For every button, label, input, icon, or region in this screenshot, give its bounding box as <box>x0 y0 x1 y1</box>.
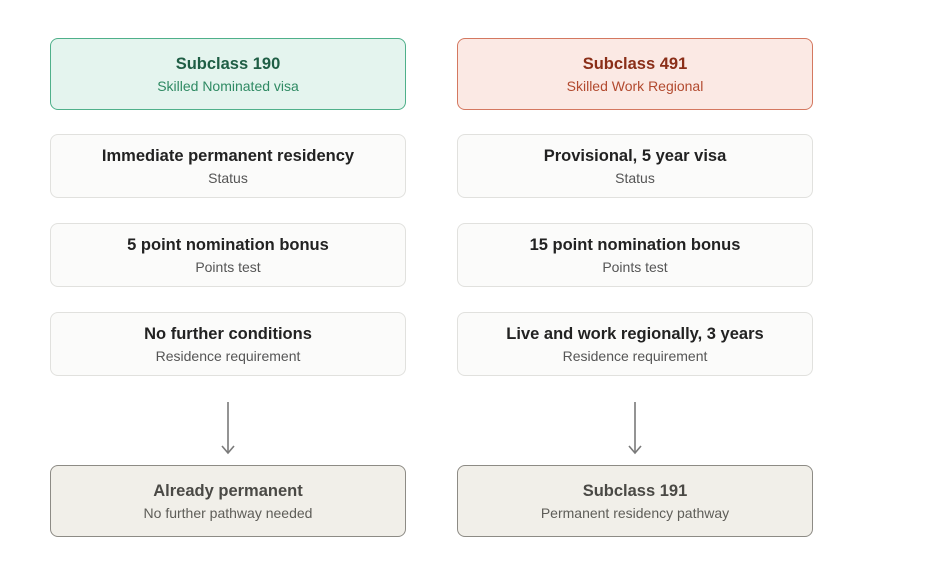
residence-box: Live and work regionally, 3 years Reside… <box>457 312 813 376</box>
header-subclass-491: Subclass 491 Skilled Work Regional <box>457 38 813 110</box>
outcome-subtitle: No further pathway needed <box>143 504 313 521</box>
points-value: 5 point nomination bonus <box>127 235 329 254</box>
status-value: Immediate permanent residency <box>101 146 355 165</box>
points-label: Points test <box>602 258 668 275</box>
status-box: Provisional, 5 year visa Status <box>457 134 813 198</box>
outcome-subtitle: Permanent residency pathway <box>540 504 730 521</box>
points-value: 15 point nomination bonus <box>529 235 741 254</box>
header-subclass-190: Subclass 190 Skilled Nominated visa <box>50 38 406 110</box>
outcome-title: Subclass 191 <box>582 481 688 500</box>
outcome-box: Already permanent No further pathway nee… <box>50 465 406 537</box>
points-label: Points test <box>195 258 261 275</box>
header-title: Subclass 491 <box>582 54 688 73</box>
points-box: 15 point nomination bonus Points test <box>457 223 813 287</box>
arrow-down-icon <box>221 402 235 455</box>
points-box: 5 point nomination bonus Points test <box>50 223 406 287</box>
header-subtitle: Skilled Work Regional <box>566 77 704 94</box>
status-value: Provisional, 5 year visa <box>543 146 727 165</box>
outcome-box: Subclass 191 Permanent residency pathway <box>457 465 813 537</box>
header-title: Subclass 190 <box>175 54 281 73</box>
residence-value: Live and work regionally, 3 years <box>506 324 764 343</box>
status-label: Status <box>615 169 655 186</box>
residence-label: Residence requirement <box>155 347 301 364</box>
status-box: Immediate permanent residency Status <box>50 134 406 198</box>
residence-label: Residence requirement <box>562 347 708 364</box>
arrow-down-icon <box>628 402 642 455</box>
status-label: Status <box>208 169 248 186</box>
outcome-title: Already permanent <box>153 481 303 500</box>
residence-value: No further conditions <box>144 324 312 343</box>
residence-box: No further conditions Residence requirem… <box>50 312 406 376</box>
header-subtitle: Skilled Nominated visa <box>157 77 299 94</box>
